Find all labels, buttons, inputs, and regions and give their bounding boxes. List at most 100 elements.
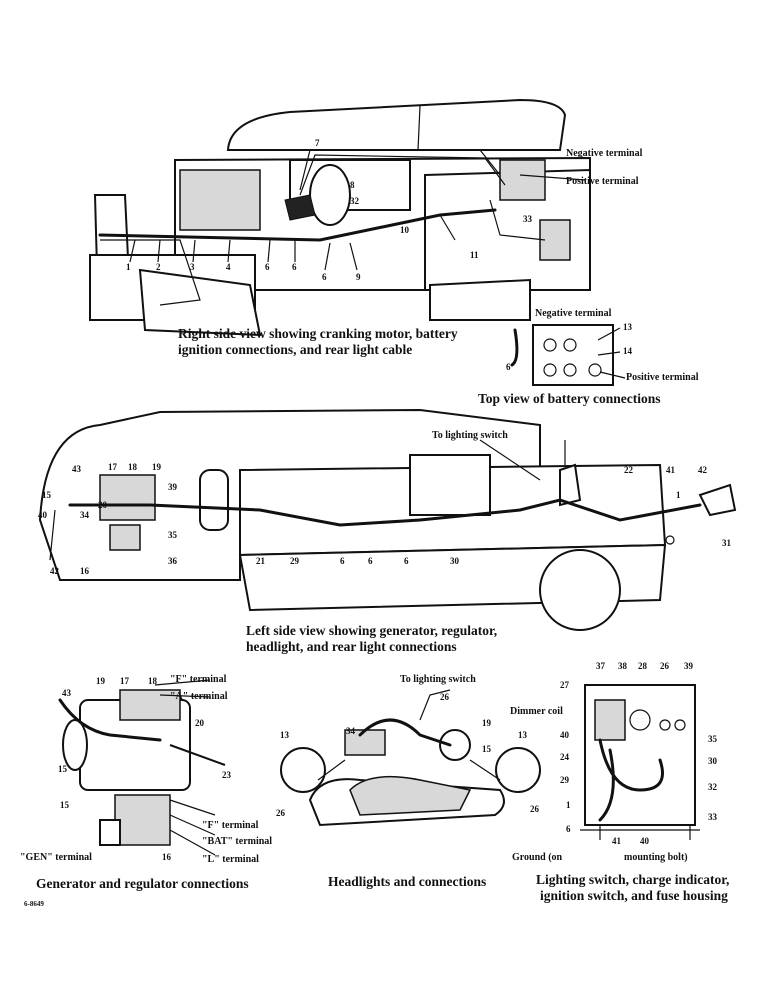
generator-caption: Generator and regulator connections	[36, 876, 249, 891]
figure-code: 6-8649	[24, 900, 44, 908]
gen-f-terminal-label: "F" terminal	[202, 820, 259, 831]
sw-callout-39: 39	[684, 661, 693, 671]
callout-7: 7	[315, 138, 320, 148]
sw-callout-6: 6	[566, 824, 571, 834]
gen-callout-43: 43	[62, 688, 71, 698]
sw-callout-1: 1	[566, 800, 571, 810]
callout-9: 9	[356, 272, 361, 282]
gen-callout-15a: 15	[58, 764, 67, 774]
ls-callout-40: 40	[38, 510, 47, 520]
right-side-view-drawing	[89, 98, 591, 337]
ls-callout-29: 29	[290, 556, 299, 566]
callout-10: 10	[400, 225, 409, 235]
gen-l-terminal-label: "L" terminal	[202, 854, 259, 865]
gen-callout-23: 23	[222, 770, 231, 780]
battery-callout-14: 14	[623, 346, 632, 356]
callout-33: 33	[523, 214, 532, 224]
callout-11: 11	[470, 250, 479, 260]
hl-callout-13b: 13	[518, 730, 527, 740]
hl-callout-13a: 13	[280, 730, 289, 740]
ls-callout-16: 16	[80, 566, 89, 576]
ls-callout-42b: 42	[698, 465, 707, 475]
switch-caption-line1: Lighting switch, charge indicator,	[536, 872, 730, 887]
left-side-caption-line2: headlight, and rear light connections	[246, 639, 457, 654]
sw-callout-29: 29	[560, 775, 569, 785]
hl-callout-19: 19	[482, 718, 491, 728]
callout-32: 32	[350, 196, 359, 206]
callout-6a: 6	[265, 262, 270, 272]
gen-callout-17: 17	[120, 676, 129, 686]
ls-callout-41: 41	[666, 465, 675, 475]
ls-callout-34: 34	[80, 510, 89, 520]
ls-callout-42a: 42	[50, 566, 59, 576]
ls-callout-20: 20	[98, 500, 107, 510]
battery-caption: Top view of battery connections	[478, 391, 661, 406]
sw-callout-38: 38	[618, 661, 627, 671]
ls-callout-19: 19	[152, 462, 161, 472]
ls-callout-17: 17	[108, 462, 117, 472]
hl-callout-26b: 26	[276, 808, 285, 818]
switch-housing-drawing	[580, 684, 700, 840]
callout-6c: 6	[322, 272, 327, 282]
sw-callout-35: 35	[708, 734, 717, 744]
dimmer-coil-label: Dimmer coil	[510, 706, 563, 717]
hl-to-lighting-switch-label: To lighting switch	[400, 674, 476, 685]
battery-negative-label: Negative terminal	[535, 308, 612, 319]
sw-callout-24: 24	[560, 752, 569, 762]
ls-callout-6c: 6	[404, 556, 409, 566]
left-side-view-drawing	[38, 408, 737, 631]
sw-callout-26: 26	[660, 661, 669, 671]
sw-callout-37: 37	[596, 661, 605, 671]
ls-callout-36: 36	[168, 556, 177, 566]
headlights-caption: Headlights and connections	[328, 874, 487, 889]
sw-callout-40b: 40	[640, 836, 649, 846]
sw-callout-28: 28	[638, 661, 647, 671]
gen-callout-15b: 15	[60, 800, 69, 810]
ls-callout-6b: 6	[368, 556, 373, 566]
generator-regulator-drawing	[58, 679, 226, 856]
gen-callout-18: 18	[148, 676, 157, 686]
sw-callout-32: 32	[708, 782, 717, 792]
sw-callout-30: 30	[708, 756, 717, 766]
ls-callout-43: 43	[72, 464, 81, 474]
sw-callout-27: 27	[560, 680, 569, 690]
sw-callout-40a: 40	[560, 730, 569, 740]
hl-callout-34: 34	[346, 726, 355, 736]
battery-positive-label: Positive terminal	[626, 372, 699, 383]
sw-callout-33: 33	[708, 812, 717, 822]
right-side-caption-line2: ignition connections, and rear light cab…	[178, 342, 413, 357]
hl-callout-26c: 26	[530, 804, 539, 814]
ls-callout-35: 35	[168, 530, 177, 540]
callout-8: 8	[350, 180, 355, 190]
ground-label: Ground (on	[512, 852, 563, 863]
callout-2: 2	[156, 262, 161, 272]
headlights-drawing	[280, 689, 541, 827]
ls-callout-18: 18	[128, 462, 137, 472]
switch-caption-line2: ignition switch, and fuse housing	[540, 888, 728, 903]
ls-callout-30: 30	[450, 556, 459, 566]
callout-6b: 6	[292, 262, 297, 272]
battery-top-view-drawing	[510, 324, 626, 386]
ls-callout-21: 21	[256, 556, 265, 566]
hl-callout-26a: 26	[440, 692, 449, 702]
callout-3: 3	[190, 262, 195, 272]
positive-terminal-label: Positive terminal	[566, 176, 639, 187]
gen-a-terminal-label: "A" terminal	[170, 691, 228, 702]
gen-callout-20: 20	[195, 718, 204, 728]
ls-callout-22: 22	[624, 465, 633, 475]
ls-callout-31: 31	[722, 538, 731, 548]
battery-callout-13: 13	[623, 322, 632, 332]
gen-bat-terminal-label: "BAT" terminal	[202, 836, 273, 847]
callout-1: 1	[126, 262, 131, 272]
left-side-caption-line1: Left side view showing generator, regula…	[246, 623, 498, 638]
right-side-caption-line1: Right side view showing cranking motor, …	[178, 326, 458, 341]
mounting-bolt-label: mounting bolt)	[624, 852, 688, 863]
ls-callout-39: 39	[168, 482, 177, 492]
to-lighting-switch-label: To lighting switch	[432, 430, 508, 441]
callout-4: 4	[226, 262, 231, 272]
gen-callout-19: 19	[96, 676, 105, 686]
ls-callout-1: 1	[676, 490, 681, 500]
ls-callout-6a: 6	[340, 556, 345, 566]
